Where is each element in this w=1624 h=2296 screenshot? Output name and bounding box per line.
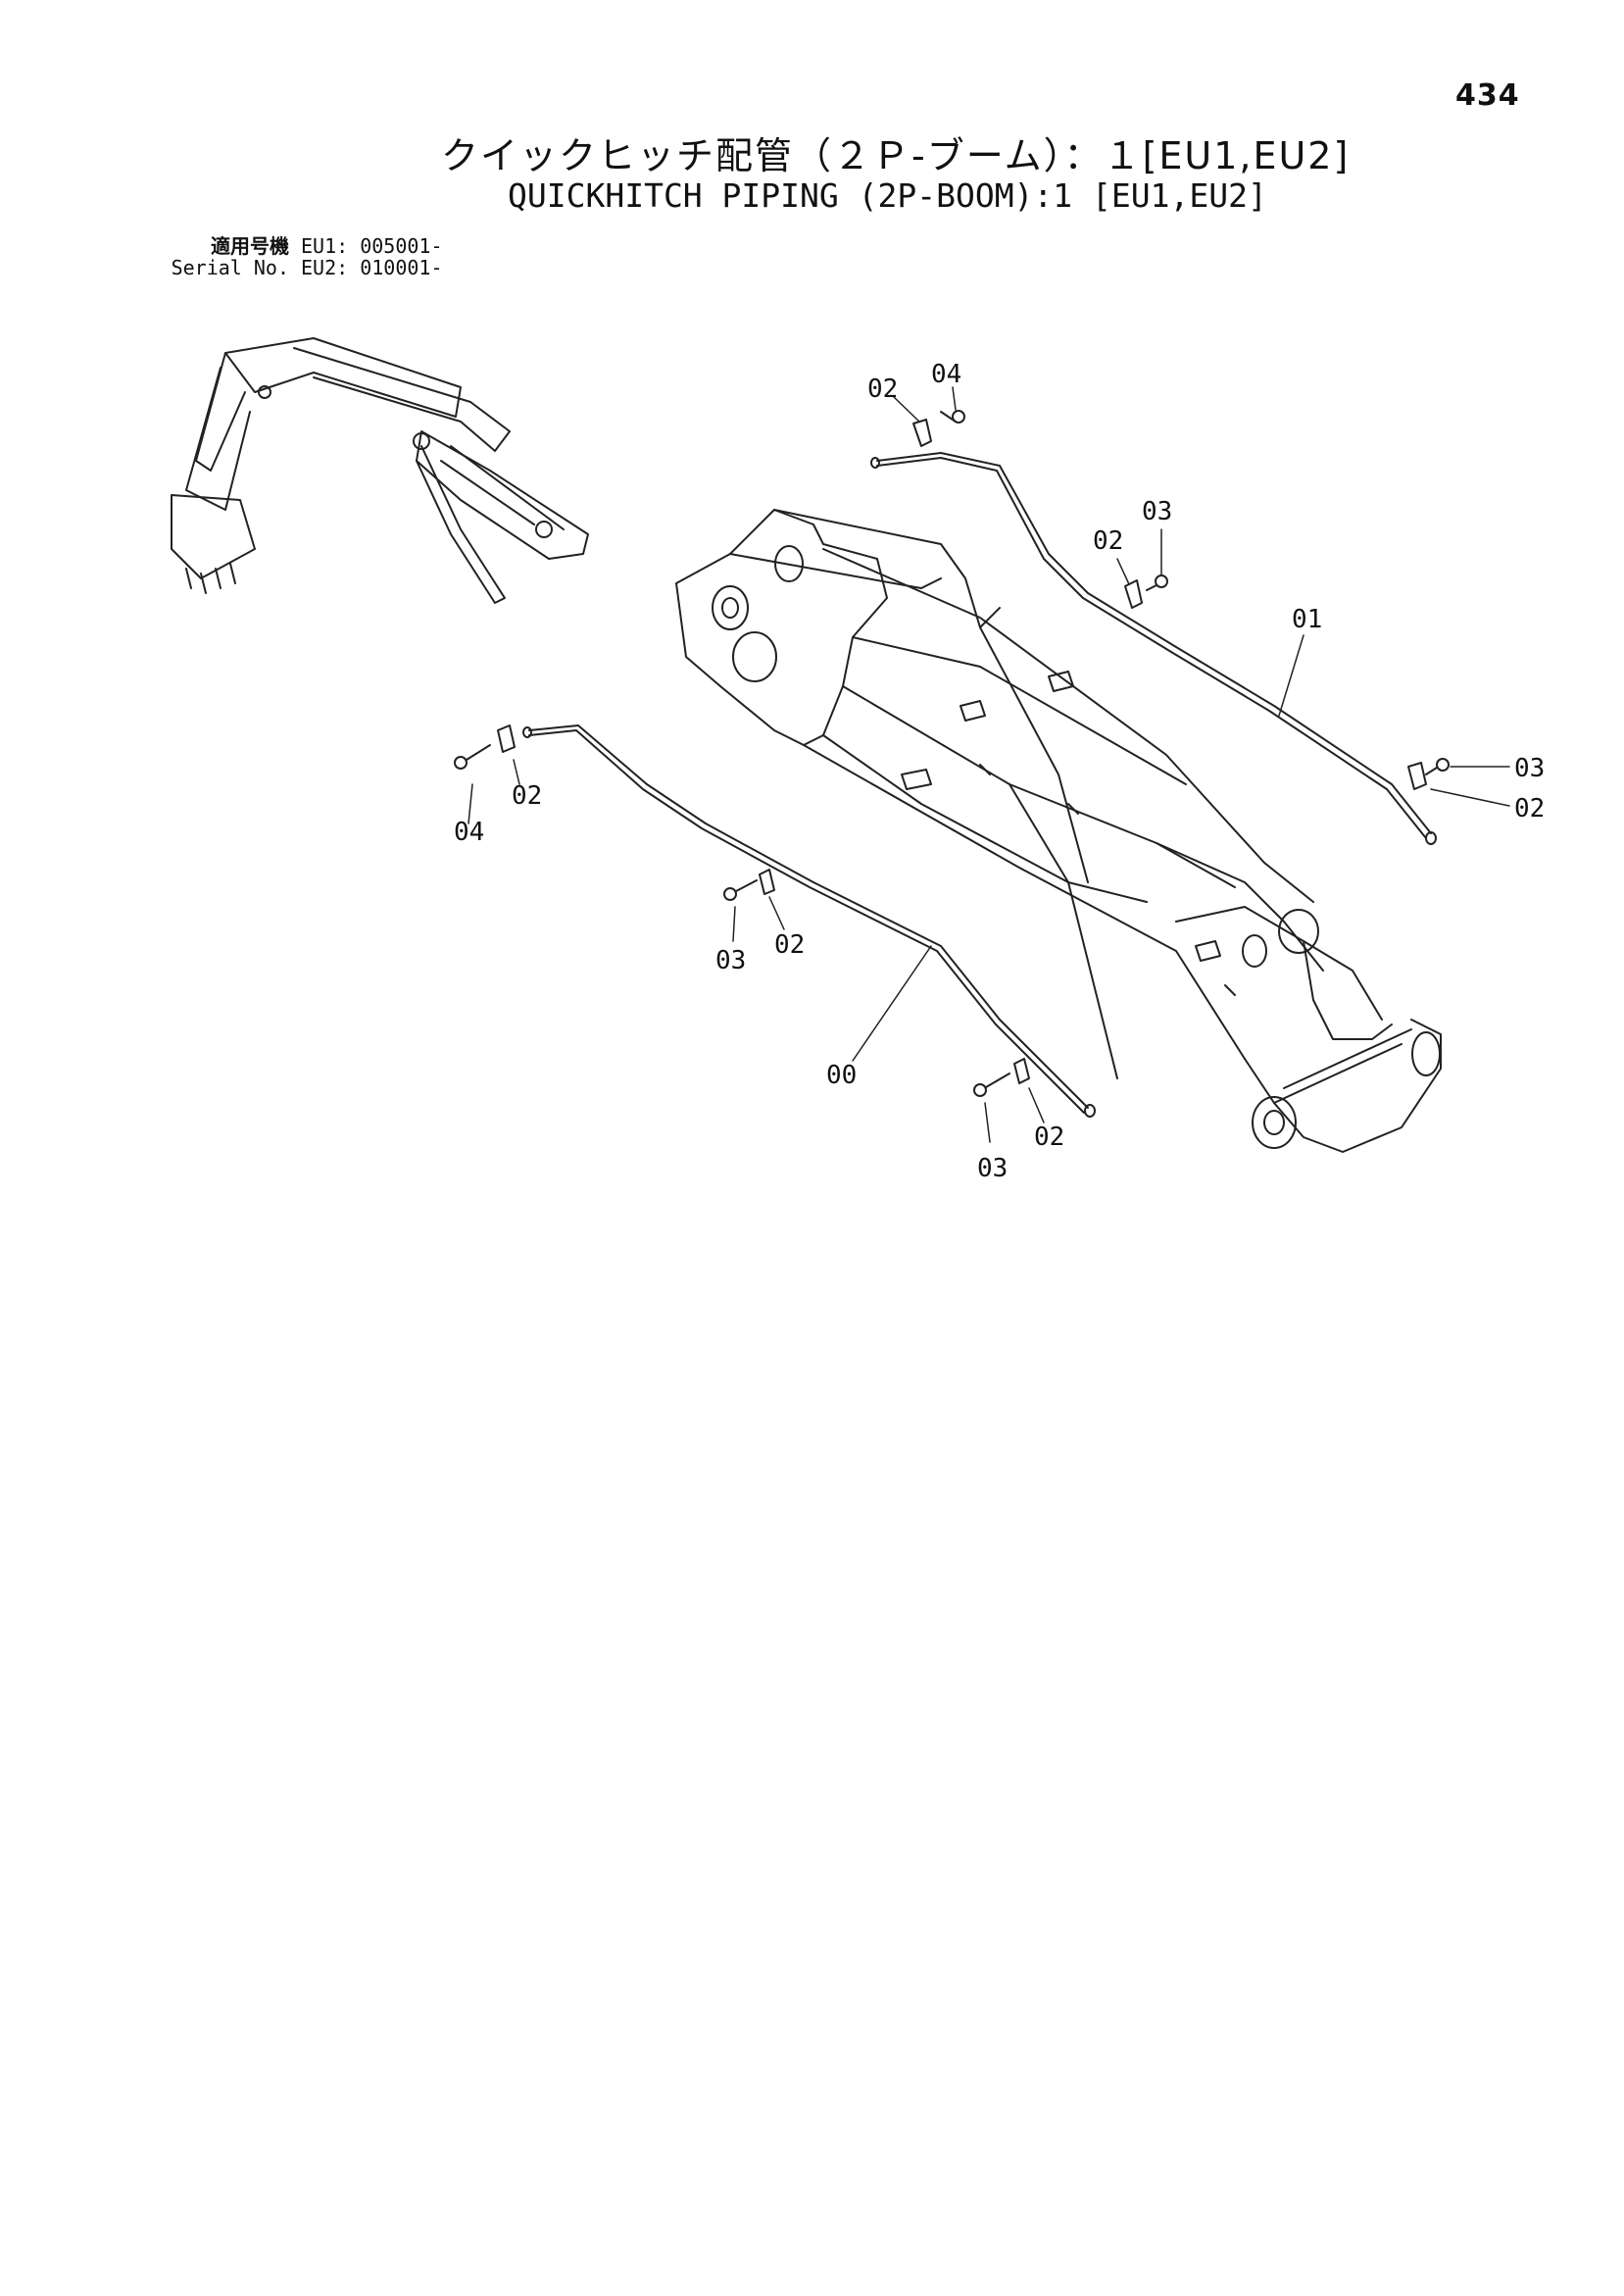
clamp-icon <box>759 869 775 895</box>
callout-00: 00 <box>826 1061 857 1090</box>
callout-03: 03 <box>1142 497 1172 526</box>
page-number: 434 <box>1455 78 1520 113</box>
clamp-icon <box>1124 579 1143 609</box>
bolt-icon <box>1436 758 1450 772</box>
callout-02: 02 <box>867 374 898 404</box>
serial-eu2-value: EU2: 010001- <box>301 256 443 279</box>
serial-label-english: Serial No. <box>171 256 289 279</box>
callout-03: 03 <box>715 946 746 975</box>
clamps-and-bolts <box>454 410 1450 1097</box>
serial-eu1-value: EU1: 005001- <box>301 234 443 258</box>
clamp-icon <box>912 419 932 447</box>
serial-number-block: 適用号機 EU1: 005001- Serial No. EU2: 010001… <box>152 235 443 278</box>
callout-02: 02 <box>1514 794 1545 824</box>
callout-01: 01 <box>1292 605 1322 634</box>
bolt-icon <box>454 756 468 770</box>
callout-03: 03 <box>977 1154 1008 1183</box>
clamp-icon <box>1407 762 1427 790</box>
callout-02: 02 <box>1093 526 1123 556</box>
serial-row-eu2: Serial No. EU2: 010001- <box>152 257 443 278</box>
pipe-01 <box>870 452 1437 845</box>
bolt-icon <box>723 887 737 901</box>
callout-02: 02 <box>774 930 805 960</box>
callout-02: 02 <box>1034 1123 1064 1152</box>
serial-row-eu1: 適用号機 EU1: 005001- <box>152 235 443 257</box>
callout-04: 04 <box>454 818 484 847</box>
boom-structure <box>675 509 1442 1153</box>
excavator-arm-keyview <box>171 337 589 604</box>
bolt-icon <box>973 1083 987 1097</box>
callout-labels: 02 04 02 03 01 03 02 04 02 03 02 00 03 0… <box>454 360 1545 1183</box>
pipe-00 <box>522 724 1096 1118</box>
clamp-icon <box>1013 1058 1030 1084</box>
bolt-icon <box>1155 574 1168 588</box>
page-title-english: QUICKHITCH PIPING (2P-BOOM):1 [EU1,EU2] <box>508 176 1267 215</box>
callout-03: 03 <box>1514 754 1545 783</box>
serial-label-japanese: 適用号機 <box>211 234 289 258</box>
page-title-japanese: クイックヒッチ配管（２Ｐ-ブーム）：１[EU1,EU2] <box>441 134 1351 177</box>
leader-lines <box>468 386 1510 1143</box>
clamp-icon <box>497 724 516 753</box>
callout-02: 02 <box>512 781 542 811</box>
callout-04: 04 <box>931 360 961 389</box>
